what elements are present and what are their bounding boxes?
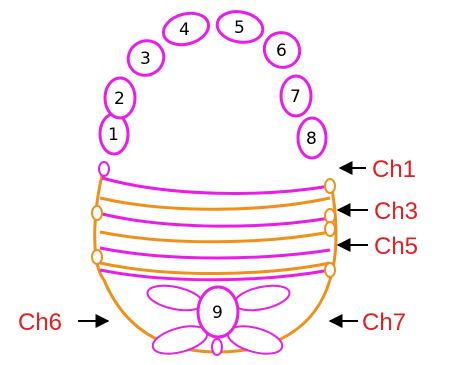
picot xyxy=(92,250,102,264)
picot xyxy=(99,162,109,176)
ring-number-1: 1 xyxy=(108,125,119,145)
petal-bottom-tip xyxy=(212,339,222,355)
orange-chain-row-1 xyxy=(100,198,330,209)
magenta-row-ch1 xyxy=(102,178,330,193)
petal-upper-left xyxy=(145,281,204,314)
label-ch6: Ch6 xyxy=(18,309,62,336)
label-ch5: Ch5 xyxy=(374,233,418,260)
picot xyxy=(92,206,102,220)
ring-number-7: 7 xyxy=(290,87,301,107)
orange-chain-row-2 xyxy=(100,232,330,242)
label-ch3: Ch3 xyxy=(374,198,418,225)
picot xyxy=(325,209,335,223)
ring-number-9: 9 xyxy=(212,303,223,323)
ring-number-8: 8 xyxy=(306,129,317,149)
ring-number-6: 6 xyxy=(276,41,287,61)
orange-chain-row-3 xyxy=(100,263,330,274)
ring-number-3: 3 xyxy=(140,49,151,69)
petal-upper-right xyxy=(232,281,291,314)
ring-number-5: 5 xyxy=(234,18,245,38)
magenta-row-ch5 xyxy=(100,248,330,258)
ring-number-4: 4 xyxy=(179,20,190,40)
label-ch1: Ch1 xyxy=(372,156,416,183)
magenta-row-ch3 xyxy=(102,214,330,226)
ring-number-2: 2 xyxy=(114,89,125,109)
picot xyxy=(325,179,335,193)
picot xyxy=(325,263,335,277)
label-ch7: Ch7 xyxy=(362,309,406,336)
picot xyxy=(325,222,335,236)
